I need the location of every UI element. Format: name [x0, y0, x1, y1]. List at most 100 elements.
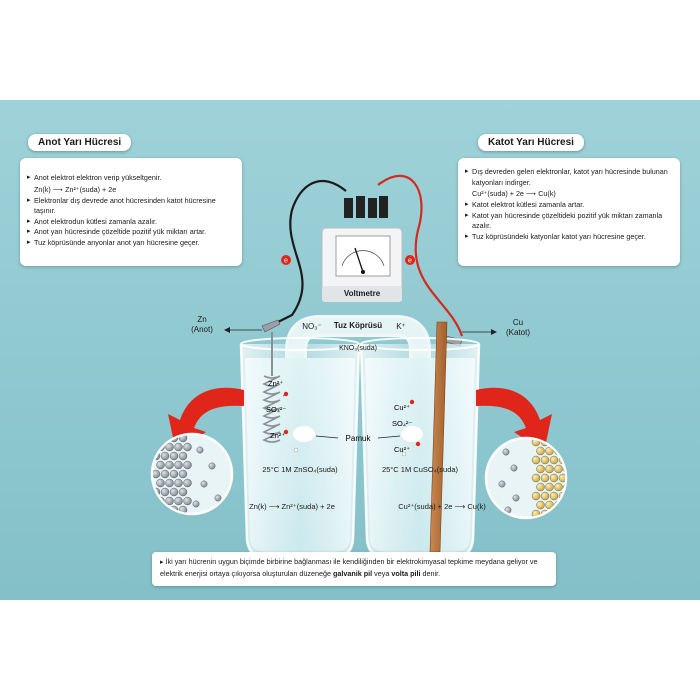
copper-atom — [558, 509, 565, 517]
cathode-label: Cu(Katot) — [505, 318, 530, 337]
copper-atom — [545, 500, 554, 510]
cotton-plug-left — [293, 426, 315, 442]
zinc-atom — [174, 478, 183, 488]
zinc-atom — [165, 496, 174, 506]
cathode-title: Katot Yarı Hücresi — [478, 134, 584, 151]
zinc-ion — [196, 446, 204, 454]
copper-atom — [536, 446, 545, 456]
zinc-atom — [153, 469, 161, 479]
cathode-condition: 25°C 1M CuSO₄(suda) — [381, 465, 459, 474]
copper-atom — [531, 491, 541, 501]
copper-ion — [510, 464, 518, 472]
zinc-atom — [156, 478, 165, 488]
apparatus-diagram: e e — [150, 174, 568, 560]
zinc-atom — [174, 442, 183, 452]
copper-atom — [563, 482, 565, 492]
copper-atom — [531, 455, 541, 465]
cathode-item: Katot elektrot kütlesi zamanla artar. — [465, 200, 674, 211]
copper-atom — [536, 464, 545, 474]
copper-atom — [549, 491, 559, 501]
zinc-atom — [160, 451, 170, 461]
cathode-ion-upper: Cu²⁺ — [394, 403, 410, 412]
copper-atom — [563, 446, 565, 456]
salt-bridge — [285, 315, 431, 440]
anode-anion: SO₄²⁻ — [266, 405, 286, 414]
zinc-atom — [165, 460, 174, 470]
copper-atom — [549, 473, 559, 483]
anode-beaker — [239, 332, 361, 560]
electron-marker-left: e — [281, 255, 291, 265]
copper-ion — [512, 494, 520, 502]
anode-condition: 25°C 1M ZnSO₄(suda) — [262, 465, 338, 474]
cathode-bottom-reaction: Cu²⁺(suda) + 2e ⟶ Cu(k) — [398, 502, 486, 511]
red-wire — [377, 174, 464, 337]
electron-marker-right: e — [405, 255, 415, 265]
copper-atom — [563, 500, 565, 510]
zinc-atom — [160, 469, 170, 479]
zinc-atom — [174, 460, 183, 470]
voltmeter-label: Voltmetre — [343, 289, 381, 298]
copper-atom — [540, 473, 550, 483]
copper-atom — [545, 464, 554, 474]
red-arrow-right — [476, 387, 552, 452]
anode-reaction: Zn(k) ⟶ Zn²⁺(suda) + 2e — [34, 184, 117, 194]
cathode-item: Tuz köprüsündeki katyonlar katot yarı hü… — [465, 232, 674, 243]
copper-atom — [536, 482, 545, 492]
zinc-atom — [156, 460, 165, 470]
anode-info-box: Anot elektrot elektron verip yükseltgeni… — [20, 158, 242, 266]
zinc-atom — [183, 460, 192, 470]
zinc-atom — [165, 478, 174, 488]
voltmeter — [321, 196, 403, 302]
zinc-atom — [169, 487, 179, 497]
black-wire — [267, 180, 347, 328]
cathode-reaction: Cu²⁺(suda) + 2e ⟶ Cu(k) — [472, 189, 556, 198]
copper-atom — [563, 464, 565, 474]
cathode-item: Dış devreden gelen elektronlar, katot ya… — [465, 167, 674, 188]
electron-symbol: e — [284, 258, 288, 265]
zinc-ion — [214, 494, 222, 502]
galvanic-cell-term: galvanik pil — [333, 568, 373, 578]
zinc-atom — [178, 469, 188, 479]
cotton-plug-right — [401, 426, 423, 442]
zinc-atom — [153, 435, 161, 443]
anode-info-list: Anot elektrot elektron verip yükseltgeni… — [27, 173, 236, 184]
footer-text: ▸ İki yarı hücrenin uygun biçimde birbir… — [160, 557, 538, 578]
copper-atom — [545, 482, 554, 492]
salt-bridge-title: Tuz Köprüsü — [333, 321, 383, 330]
cathode-ion-lower: Cu²⁺ — [394, 445, 410, 454]
anode-item: Tuz köprüsünde anyonlar anot yarı hücres… — [27, 238, 236, 249]
copper-atom — [536, 500, 545, 510]
copper-ion — [502, 448, 510, 456]
copper-atom — [549, 455, 559, 465]
copper-atom — [531, 473, 541, 483]
zinc-atom — [169, 451, 179, 461]
zinc-atom — [169, 469, 179, 479]
cathode-item: Katot yarı hücresinde çözeltideki poziti… — [465, 211, 674, 232]
zinc-atom — [183, 442, 192, 452]
copper-atom — [540, 455, 550, 465]
anode-item: Anot elektrodun kütlesi zamanla azalır. — [27, 217, 236, 228]
footer-note: ▸ İki yarı hücrenin uygun biçimde birbir… — [152, 552, 556, 586]
zinc-atom — [165, 442, 174, 452]
volta-cell-term: volta pili — [391, 568, 421, 578]
zinc-atom — [183, 496, 192, 506]
cotton-plug-label: Pamuk — [346, 434, 372, 443]
zinc-atom — [174, 496, 183, 506]
anode-label: Zn(Anot) — [191, 315, 213, 334]
zinc-atom — [153, 505, 161, 513]
zinc-atom — [160, 487, 170, 497]
zinc-ion — [208, 462, 216, 470]
zinc-ion — [192, 500, 200, 508]
copper-atom — [554, 464, 563, 474]
anode-item: Anot elektrot elektron verip yükseltgeni… — [27, 173, 236, 184]
anode-ion-lower: Zn²⁺ — [270, 431, 285, 440]
anode-item: Anot yarı hücresinde çözeltide pozitif y… — [27, 227, 236, 238]
anode-title: Anot Yarı Hücresi — [28, 134, 132, 151]
copper-atom — [554, 482, 563, 492]
anode-zoom-circle — [150, 432, 234, 516]
poster-background: Anot elektrot elektron verip yükseltgeni… — [0, 100, 700, 600]
copper-atom — [545, 446, 554, 456]
anode-ion-upper: Zn²⁺ — [268, 379, 283, 388]
copper-atom — [540, 491, 550, 501]
salt-bridge-cation: K⁺ — [396, 322, 406, 331]
